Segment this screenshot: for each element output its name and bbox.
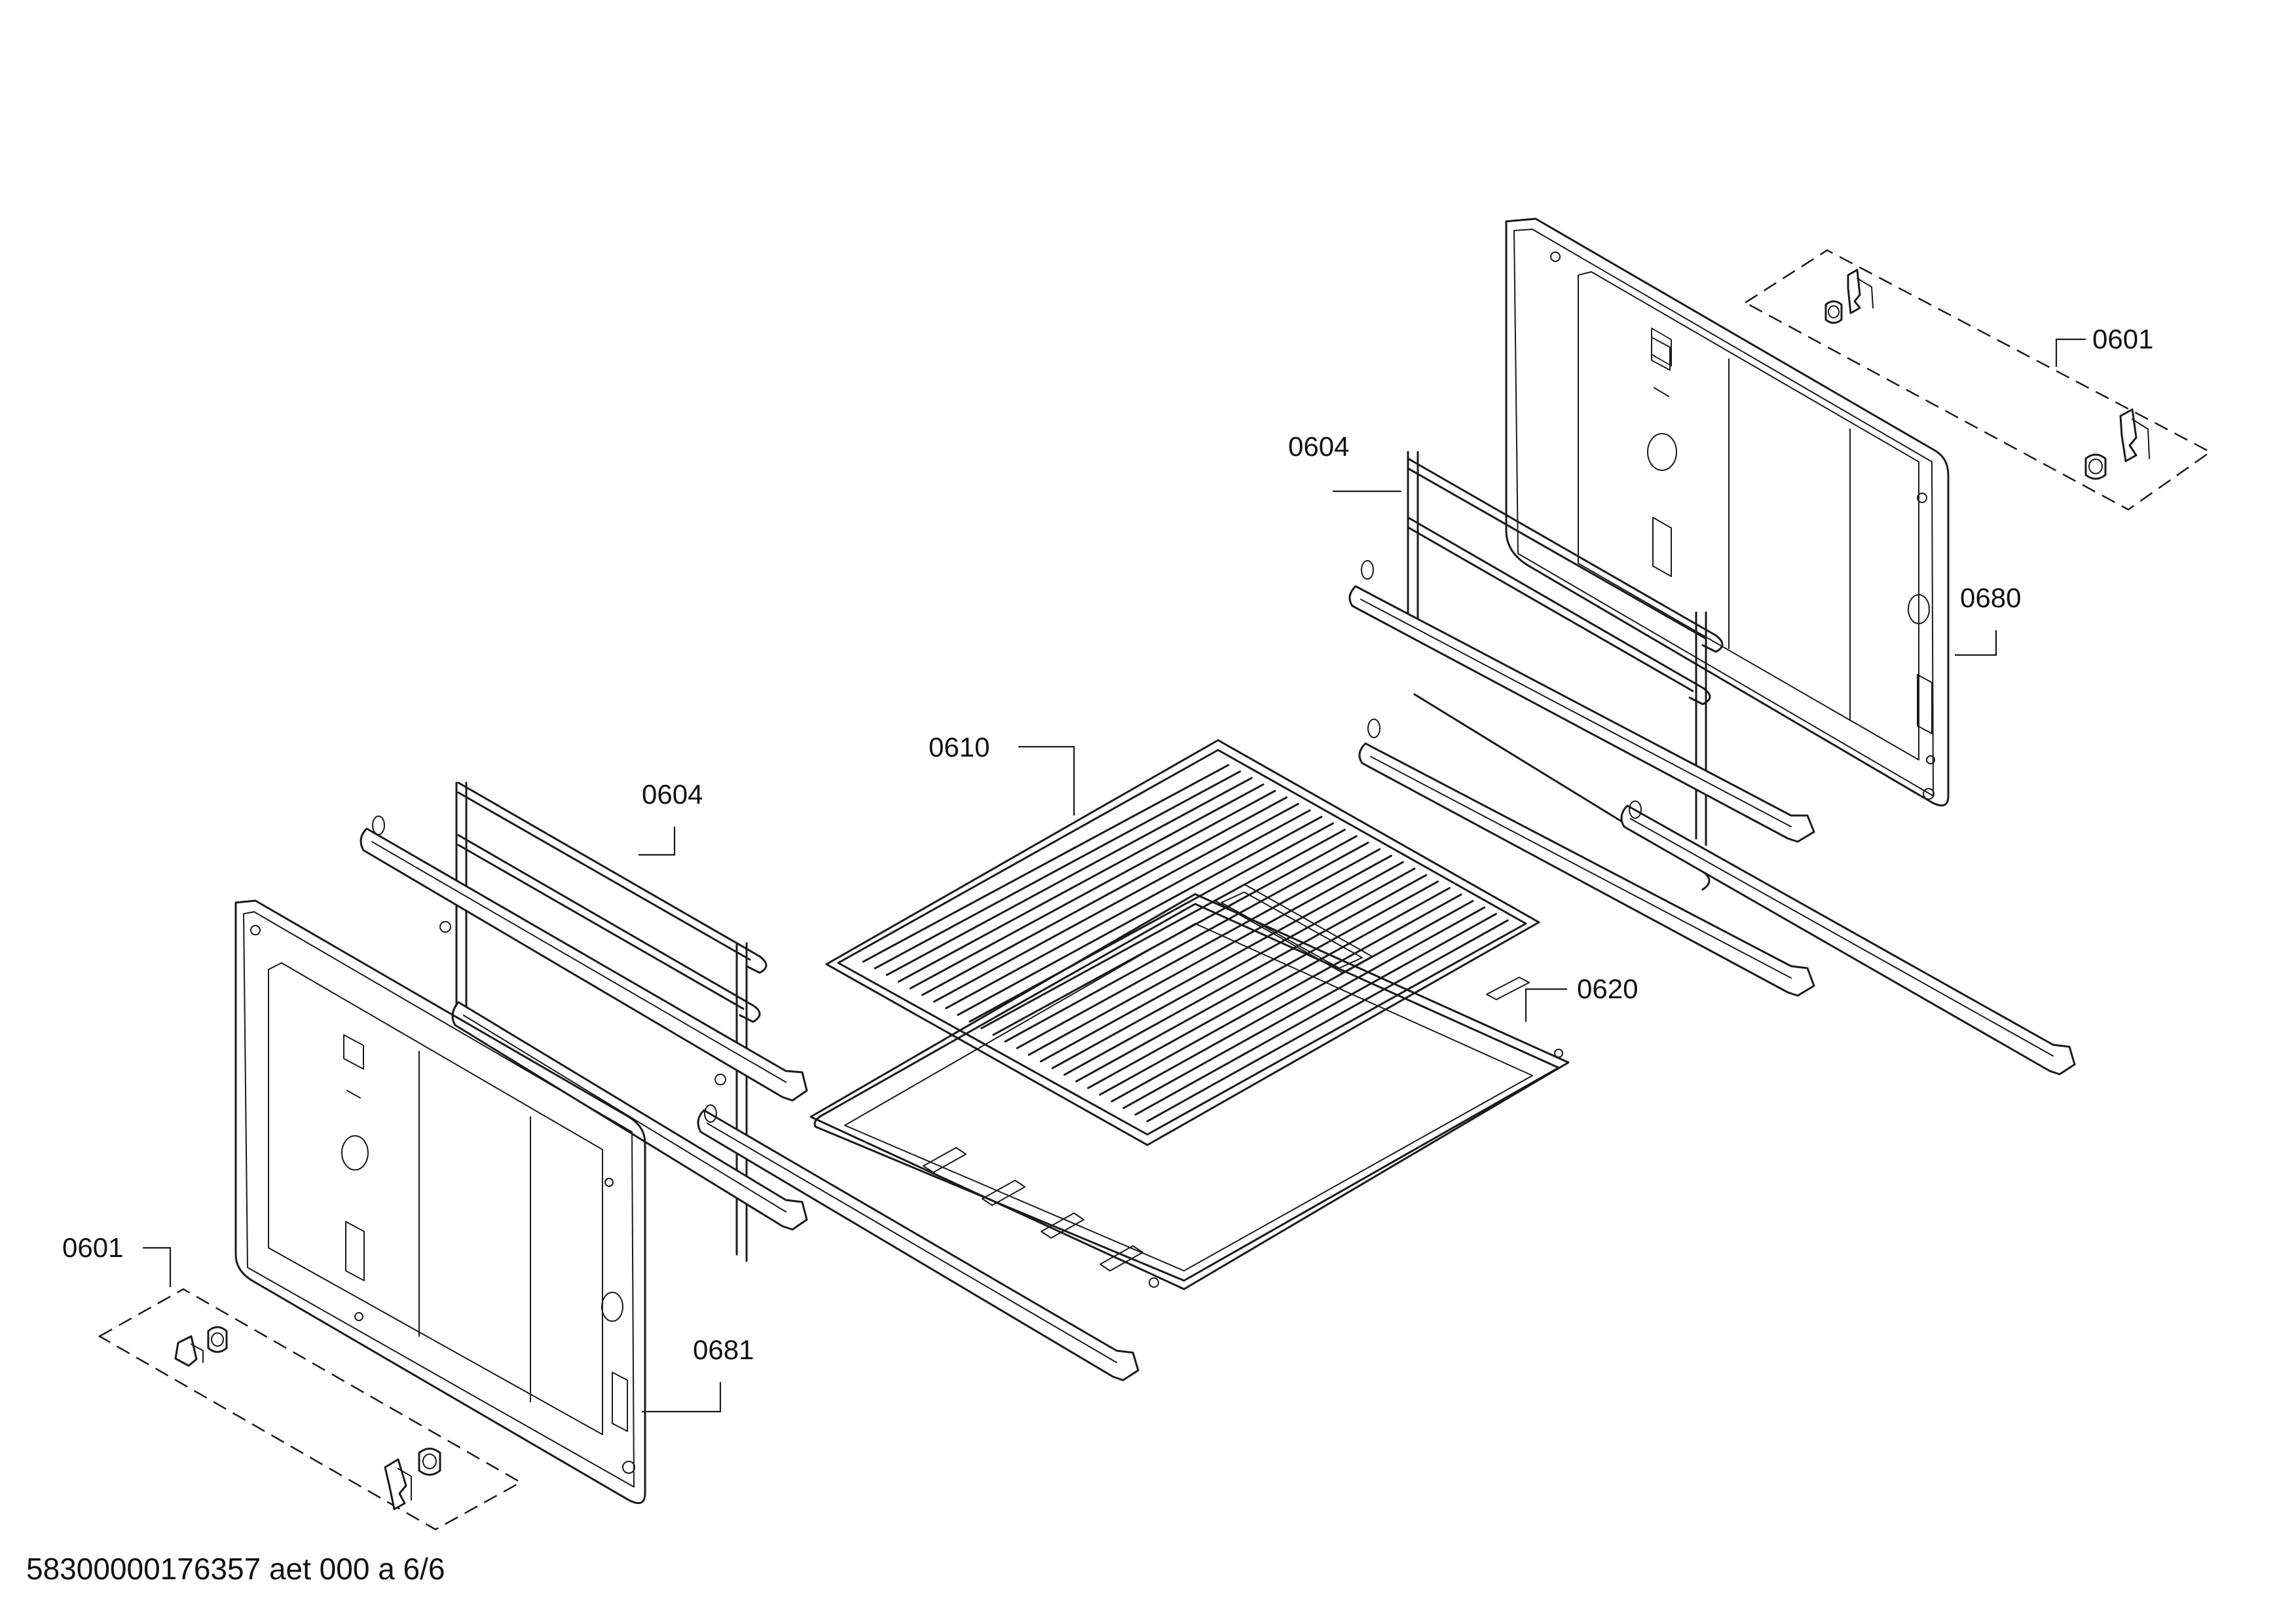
callout-right-panel: 0680 (1960, 582, 2021, 613)
left-clip-set (98, 1288, 523, 1531)
rack-crossbar (980, 829, 1346, 1030)
rack-crossbar (933, 802, 1299, 1003)
top-right-clip-set (1743, 249, 2212, 511)
rack-crossbar (909, 789, 1276, 990)
callout-left-rail: 0604 (642, 779, 703, 810)
right-shelf-rail-assembly (1348, 451, 2076, 1076)
rack-crossbar (1004, 842, 1369, 1043)
rack-crossbar (1134, 912, 1497, 1116)
callout-rack: 0610 (929, 732, 990, 762)
rack-crossbar (969, 822, 1335, 1023)
callout-left-clips: 0601 (62, 1232, 123, 1263)
rack-crossbar (1122, 906, 1486, 1110)
right-side-panel (1505, 217, 1950, 807)
document-footer-code: 58300000176357 aet 000 a 6/6 (26, 1552, 445, 1586)
rack-crossbar (1016, 848, 1381, 1049)
left-shelf-rail-assembly (360, 781, 1139, 1381)
baking-tray (809, 893, 1570, 1290)
callout-right-rail: 0604 (1288, 431, 1349, 462)
leader-lines (143, 338, 2086, 1413)
oven-wire-rack (825, 739, 1540, 1146)
rack-crossbar (921, 796, 1288, 996)
rack-crossbar (1087, 887, 1451, 1089)
rack-crossbar (862, 764, 1230, 963)
rack-crossbar (885, 777, 1253, 976)
rack-crossbar (874, 770, 1242, 969)
callout-tray: 0620 (1577, 973, 1638, 1004)
rack-crossbar (1075, 880, 1439, 1083)
rack-crossbar (1039, 861, 1404, 1062)
rack-crossbar (957, 816, 1323, 1016)
rack-crossbar (1111, 899, 1474, 1102)
rack-crossbar (1028, 854, 1393, 1056)
rack-crossbar (1063, 874, 1428, 1076)
rack-crossbar (1146, 919, 1509, 1123)
rack-crossbar (1051, 867, 1416, 1070)
rack-crossbar (897, 783, 1265, 983)
left-side-panel (234, 899, 646, 1505)
rack-crossbar (945, 809, 1311, 1009)
callout-labels: 0601 0604 0680 0610 0620 0604 0601 0681 (62, 324, 2153, 1365)
rack-crossbar (1099, 893, 1462, 1096)
callout-top-right-clips: 0601 (2092, 324, 2153, 354)
callout-left-panel: 0681 (693, 1334, 754, 1365)
